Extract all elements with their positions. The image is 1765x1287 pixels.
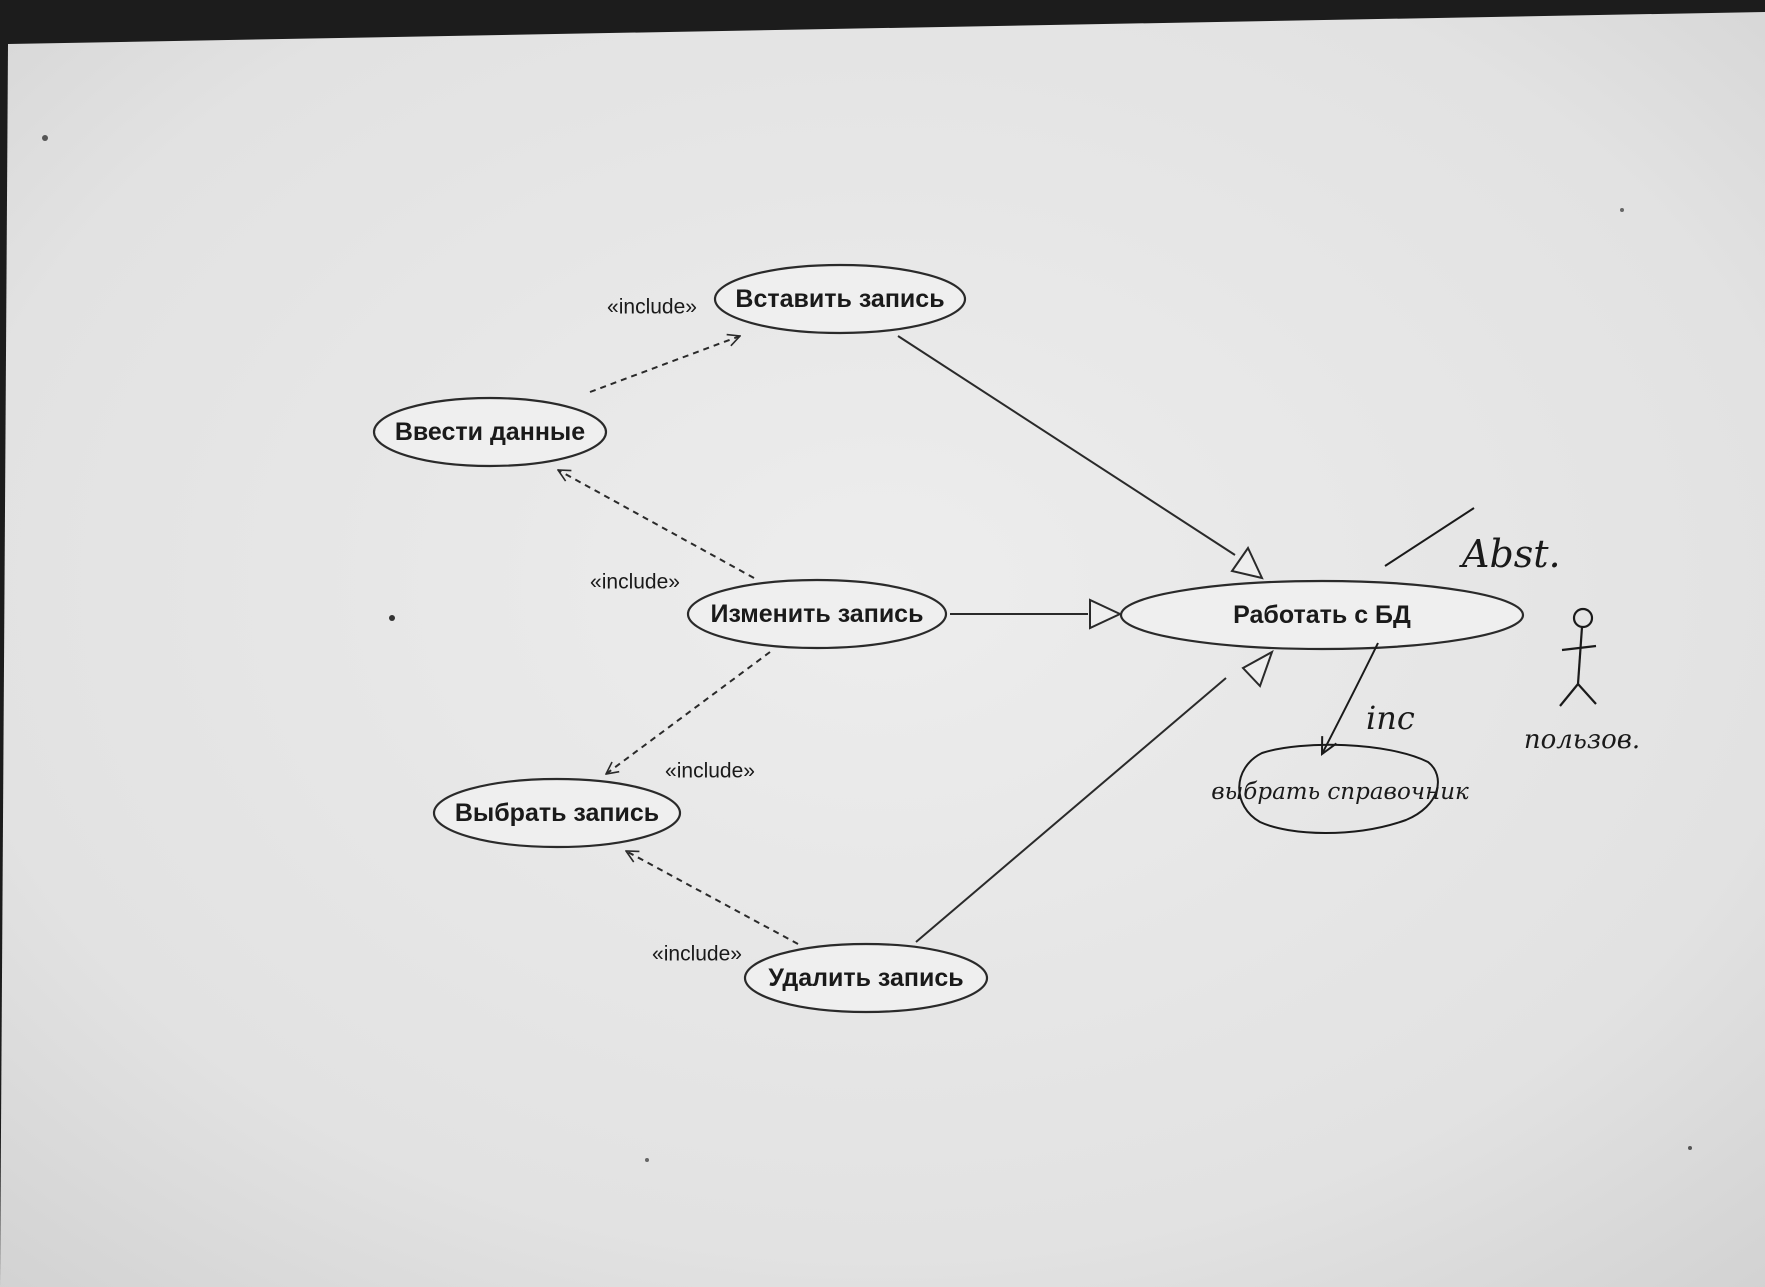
handwritten-include-note: inc <box>1366 699 1415 737</box>
use-case-modify-label: Изменить запись <box>711 600 924 628</box>
handwritten-abstract-note: Abst. <box>1459 532 1561 576</box>
use-case-insert: Вставить запись <box>713 263 967 335</box>
include-edge-enter-insert <box>589 336 740 393</box>
paper-sheet <box>0 12 1765 1287</box>
use-case-work-label: Работать с БД <box>1233 601 1411 629</box>
stereotype-delete-select: «include» <box>652 943 742 966</box>
stereotype-enter-insert: «include» <box>607 296 697 319</box>
stereotype-modify-select: «include» <box>665 760 755 783</box>
generalization-edge-delete-work <box>915 649 1274 943</box>
generalization-edge-insert-work <box>897 335 1264 580</box>
handwritten-abstract-line <box>1384 507 1475 567</box>
scan-speck <box>42 135 48 141</box>
handwritten-include-arrow <box>1322 642 1379 754</box>
use-case-enter: Ввести данные <box>372 396 608 468</box>
generalization-edge-modify-work <box>950 598 1123 630</box>
include-edge-modify-select <box>606 651 771 774</box>
use-case-work: Работать с БД <box>1119 579 1525 651</box>
scan-speck <box>389 615 395 621</box>
use-case-delete: Удалить запись <box>743 942 989 1014</box>
use-case-delete-label: Удалить запись <box>768 964 963 992</box>
use-case-modify: Изменить запись <box>686 578 948 650</box>
handwritten-use-case-label: выбрать справочник <box>1211 779 1469 805</box>
actor-figure-icon <box>1559 607 1597 707</box>
scan-speck <box>1688 1146 1692 1150</box>
use-case-insert-label: Вставить запись <box>735 285 944 313</box>
include-edge-modify-enter <box>558 469 755 579</box>
actor-label: пользов. <box>1524 725 1640 755</box>
use-case-select-label: Выбрать запись <box>455 799 659 827</box>
use-case-select: Выбрать запись <box>432 777 682 849</box>
stereotype-modify-enter: «include» <box>590 571 680 594</box>
scan-speck <box>1620 208 1624 212</box>
handwritten-use-case: выбрать справочник <box>1211 743 1469 834</box>
scan-speck <box>645 1158 649 1162</box>
use-case-enter-label: Ввести данные <box>395 418 585 446</box>
